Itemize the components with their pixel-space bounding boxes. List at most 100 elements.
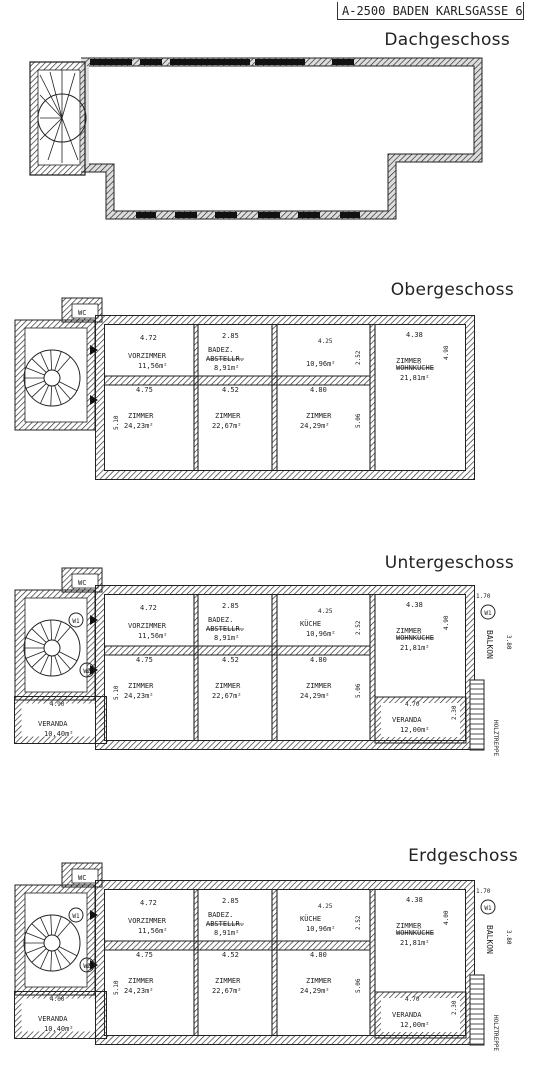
dim-label: 1.70 xyxy=(476,888,491,895)
dim-label: 4.80 xyxy=(310,656,327,664)
window-w1-marker xyxy=(480,899,496,915)
veranda-right-walls xyxy=(375,992,466,1038)
dim-label: 2.52 xyxy=(355,620,362,635)
window-w1-marker xyxy=(480,604,496,620)
w2-label: W2 xyxy=(83,668,91,675)
room-vorzimmer-area: 11,56m² xyxy=(138,362,168,370)
w1-label: W1 xyxy=(484,610,492,617)
room-zimmer2-area: 22,67m² xyxy=(212,422,242,430)
room-wohn-area: 21,81m² xyxy=(400,374,430,382)
wc-label: WC xyxy=(78,874,86,882)
holztreppe xyxy=(469,974,485,1046)
veranda-left-walls xyxy=(14,991,107,1039)
room-balkon-name: BALKON xyxy=(485,630,494,659)
floor-title-dachgeschoss: Dachgeschoss xyxy=(384,30,510,50)
room-veranda1-name: VERANDA xyxy=(38,1015,68,1023)
room-wohn-area: 21,81m² xyxy=(400,644,430,652)
w1-label: W1 xyxy=(484,905,492,912)
room-wohn-name: ZIMMER xyxy=(396,357,422,365)
room-vorzimmer-area: 11,56m² xyxy=(138,632,168,640)
room-zimmer1-area: 24,23m² xyxy=(124,422,154,430)
room-zimmer2-area: 22,67m² xyxy=(212,692,242,700)
room-zimmer1-name: ZIMMER xyxy=(128,682,154,690)
room-badez-area: 8,91m² xyxy=(214,929,239,937)
room-kueche-area: 10,96m² xyxy=(306,925,336,933)
dim-label: 4.70 xyxy=(405,996,420,1003)
floor-title-erdgeschoss: Erdgeschoss xyxy=(408,846,518,866)
dim-label: 4.52 xyxy=(222,386,239,394)
room-vorzimmer-name: VORZIMMER xyxy=(128,622,167,630)
veranda-right-walls xyxy=(375,697,466,743)
room-wohn-name: ZIMMER xyxy=(396,627,422,635)
dim-label: 5.06 xyxy=(355,683,362,698)
dim-label: 4.25 xyxy=(318,608,333,615)
room-kueche-name: KÜCHE xyxy=(300,914,321,923)
dim-label: 4.72 xyxy=(140,604,157,612)
room-zimmer2-name: ZIMMER xyxy=(215,682,241,690)
dim-label: 5.10 xyxy=(113,415,120,430)
room-zimmer2-name: ZIMMER xyxy=(215,977,241,985)
w1-label: W1 xyxy=(72,913,80,920)
window-w1-marker xyxy=(68,612,84,628)
room-veranda2-name: VERANDA xyxy=(392,1011,422,1019)
room-wohn-name: ZIMMER xyxy=(396,922,422,930)
w2-label: W2 xyxy=(83,963,91,970)
dim-label: 5.06 xyxy=(355,413,362,428)
dim-label: 2.30 xyxy=(451,1000,458,1015)
room-kueche-name: KÜCHE xyxy=(300,619,321,628)
plan-erdgeschoss: WCVORZIMMER11,56m²BADEZ.ABSTELLR.8,91m²K… xyxy=(14,862,512,1052)
room-badez-area: 8,91m² xyxy=(214,634,239,642)
room-vorzimmer-area: 11,56m² xyxy=(138,927,168,935)
room-badez-sub: ABSTELLR. xyxy=(206,920,244,928)
room-zimmer3-name: ZIMMER xyxy=(306,412,332,420)
dim-label: 2.85 xyxy=(222,332,239,340)
room-zimmer3-area: 24,29m² xyxy=(300,987,330,995)
dim-label: 4.00 xyxy=(50,996,65,1003)
room-wohn-sub: WOHNKÜCHE xyxy=(396,633,434,642)
room-zimmer1-name: ZIMMER xyxy=(128,977,154,985)
plan-untergeschoss: WCVORZIMMER11,56m²BADEZ.ABSTELLR.8,91m²K… xyxy=(14,567,512,757)
room-zimmer1-area: 24,23m² xyxy=(124,987,154,995)
room-wohn-area: 21,81m² xyxy=(400,939,430,947)
dim-label: 4.72 xyxy=(140,334,157,342)
dim-label: 2.85 xyxy=(222,897,239,905)
dim-label: 4.75 xyxy=(136,656,153,664)
dim-label: 4.25 xyxy=(318,338,333,345)
wc-label: WC xyxy=(78,309,86,317)
room-zimmer1-area: 24,23m² xyxy=(124,692,154,700)
dim-label: 4.25 xyxy=(318,903,333,910)
room-kueche-area: 10,96m² xyxy=(306,630,336,638)
room-zimmer3-area: 24,29m² xyxy=(300,422,330,430)
room-wohn-sub: WOHNKÜCHE xyxy=(396,928,434,937)
dim-label: 4.52 xyxy=(222,656,239,664)
room-veranda2-area: 12,00m² xyxy=(400,726,430,734)
dim-label: 5.10 xyxy=(113,980,120,995)
room-balkon-name: BALKON xyxy=(485,925,494,954)
dim-label: 2.30 xyxy=(451,705,458,720)
room-kueche-area: 10,96m² xyxy=(306,360,336,368)
dim-label: 3.80 xyxy=(505,930,512,945)
dim-label: 4.90 xyxy=(50,701,65,708)
holztreppe-label: HOLZTREPPE xyxy=(492,720,499,757)
wc-label: WC xyxy=(78,579,86,587)
dim-label: 4.38 xyxy=(406,896,423,904)
dim-label: 4.38 xyxy=(406,331,423,339)
outer-walls xyxy=(95,315,475,480)
room-badez-sub: ABSTELLR. xyxy=(206,355,244,363)
dim-label: 4.75 xyxy=(136,386,153,394)
room-veranda2-name: VERANDA xyxy=(392,716,422,724)
room-zimmer2-area: 22,67m² xyxy=(212,987,242,995)
room-badez-sub: ABSTELLR. xyxy=(206,625,244,633)
room-wohn-sub: WOHNKÜCHE xyxy=(396,363,434,372)
dim-label: 1.70 xyxy=(476,593,491,600)
room-veranda1-name: VERANDA xyxy=(38,720,68,728)
room-badez-name: BADEZ. xyxy=(208,911,233,919)
w1-label: W1 xyxy=(72,618,80,625)
room-zimmer3-name: ZIMMER xyxy=(306,682,332,690)
dim-label: 4.75 xyxy=(136,951,153,959)
dim-label: 3.80 xyxy=(505,635,512,650)
dim-label: 4.90 xyxy=(443,615,450,630)
dim-label: 4.80 xyxy=(310,386,327,394)
dim-label: 4.70 xyxy=(405,701,420,708)
